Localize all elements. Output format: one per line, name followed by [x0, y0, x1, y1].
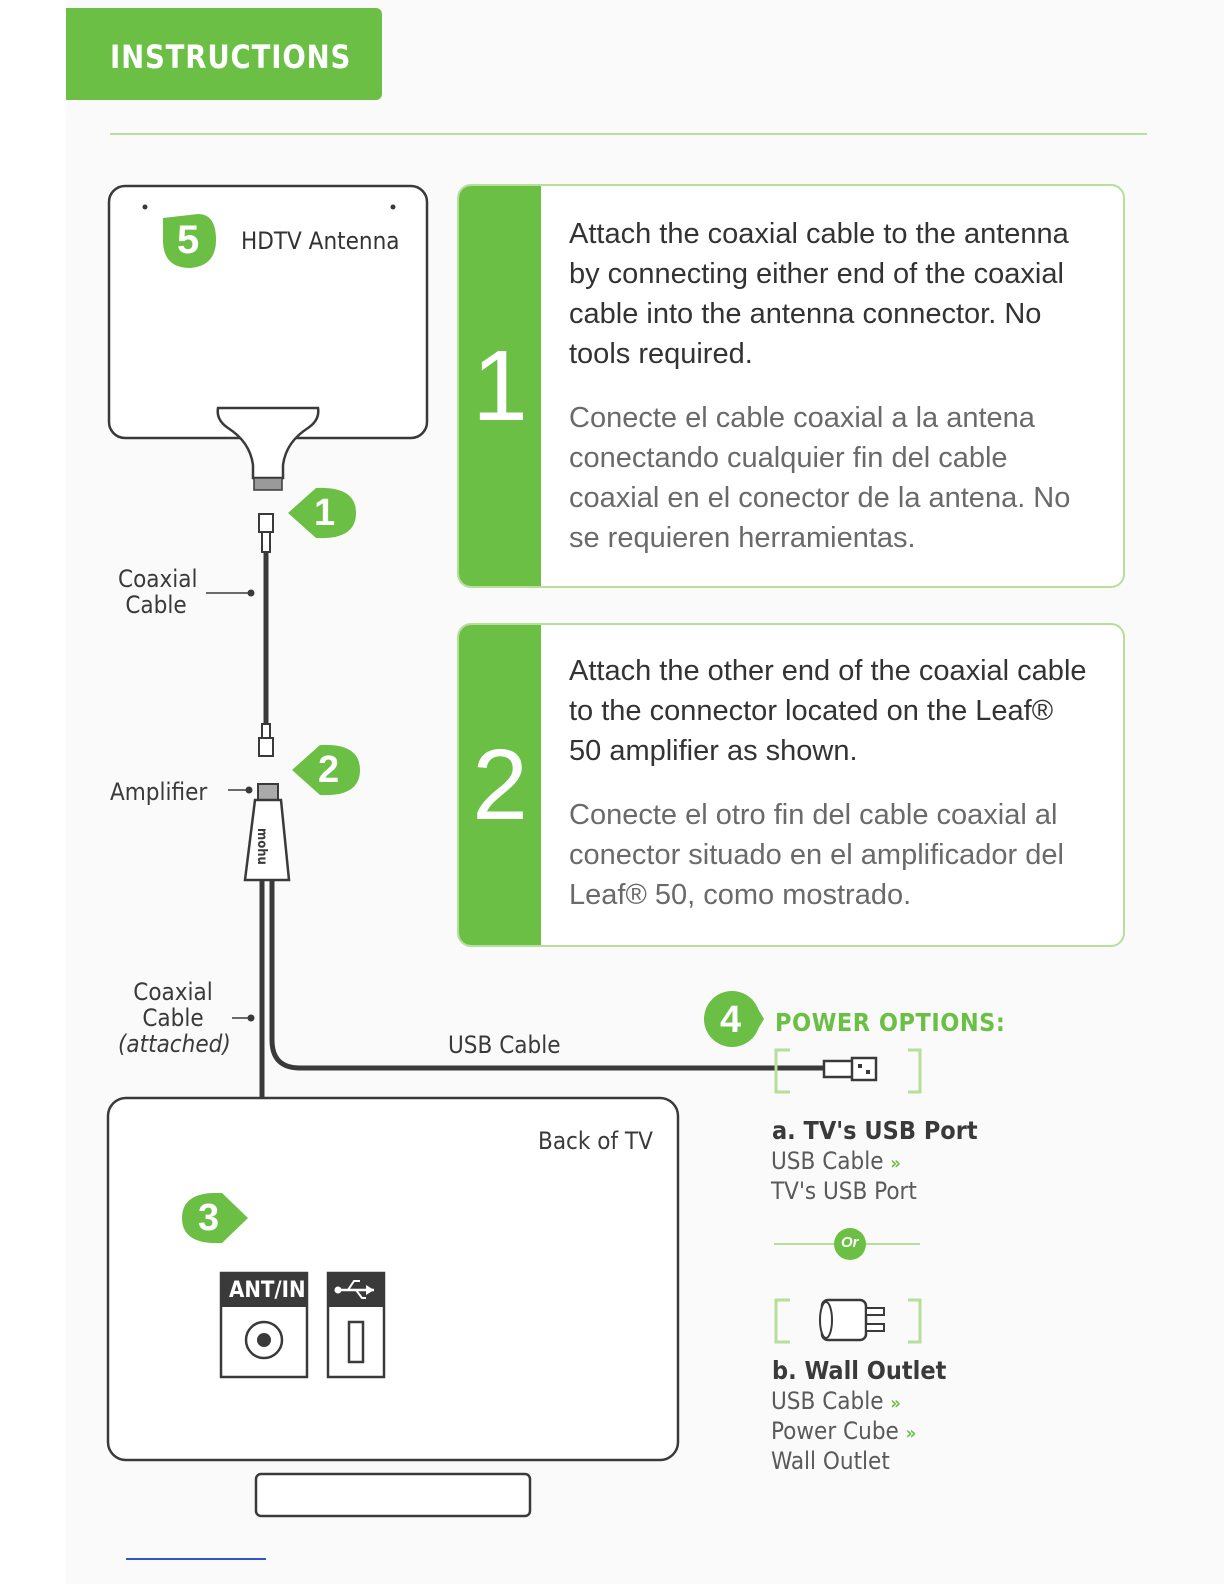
- or-label: Or: [841, 1234, 859, 1251]
- option-a-line-1: USB Cable »: [771, 1147, 901, 1175]
- step-badge-3-shape: [182, 1192, 248, 1244]
- coaxial-cable-attached-label: Coaxial Cable (attached): [118, 978, 231, 1058]
- page-title: INSTRUCTIONS: [110, 38, 352, 76]
- coaxial-cable-label: Coaxial Cable: [118, 565, 198, 619]
- step-badge-2-shape: [292, 744, 360, 796]
- usb-plug-illustration: [774, 1048, 922, 1094]
- header-rule: [110, 133, 1147, 135]
- chevron-right-icon: »: [905, 1423, 917, 1444]
- step-text-english: Attach the other end of the coaxial cabl…: [569, 655, 1087, 767]
- power-options-heading: POWER OPTIONS:: [775, 1008, 1006, 1037]
- amplifier-label: Amplifier: [110, 778, 208, 806]
- step-text-spanish: Conecte el cable coaxial a la antena con…: [569, 402, 1071, 554]
- tv-illustration: [106, 1096, 680, 1518]
- header-tab: INSTRUCTIONS: [66, 8, 382, 100]
- step-badge-1-shape: [288, 487, 356, 539]
- step-text-spanish: Conecte el otro fin del cable coaxial al…: [569, 799, 1064, 911]
- step-card-2: 2 Attach the other end of the coaxial ca…: [457, 623, 1125, 947]
- step-text-english: Attach the coaxial cable to the antenna …: [569, 218, 1069, 370]
- option-b-line-1: USB Cable »: [771, 1387, 901, 1415]
- step-number-band: [459, 625, 541, 945]
- chevron-right-icon: »: [890, 1393, 901, 1414]
- option-b-line-3: Wall Outlet: [771, 1447, 890, 1475]
- antenna-badge: [163, 214, 216, 268]
- antenna-label: HDTV Antenna: [241, 227, 400, 255]
- option-b-title: b. Wall Outlet: [772, 1356, 947, 1385]
- step-number: 2: [472, 729, 528, 841]
- step-number-band: [459, 186, 541, 586]
- power-cube-illustration: [774, 1298, 922, 1344]
- usb-cable-label: USB Cable: [448, 1031, 561, 1059]
- chevron-right-icon: »: [890, 1153, 901, 1174]
- or-divider: [774, 1228, 920, 1260]
- footer-rule: [126, 1558, 266, 1560]
- antenna-badge-number: 5: [177, 218, 200, 262]
- option-a-line-2: TV's USB Port: [771, 1177, 917, 1205]
- step-badge-4-shape: [704, 991, 764, 1047]
- step-badge-4: 4: [720, 999, 742, 1041]
- step-badge-2: 2: [318, 749, 340, 791]
- back-of-tv-label: Back of TV: [538, 1127, 653, 1155]
- step-card-1: 1 Attach the coaxial cable to the antenn…: [457, 184, 1125, 588]
- amplifier-brand: mohu: [254, 828, 269, 865]
- option-b-line-2: Power Cube »: [771, 1417, 917, 1445]
- coaxial-cable-top: [206, 513, 274, 757]
- step-badge-3: 3: [198, 1197, 220, 1239]
- amplifier-illustration: [228, 783, 291, 882]
- option-a-title: a. TV's USB Port: [772, 1116, 978, 1145]
- ant-in-port-label: ANT/IN: [229, 1278, 306, 1303]
- step-badge-1: 1: [314, 492, 336, 534]
- left-margin: [0, 0, 66, 1584]
- step-number: 1: [472, 330, 528, 442]
